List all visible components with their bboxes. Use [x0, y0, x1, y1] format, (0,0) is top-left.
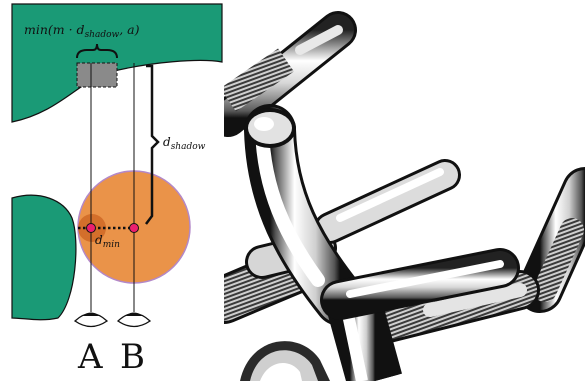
hit-point-b — [130, 224, 139, 233]
tube-render-image — [224, 0, 585, 381]
label-b: B — [120, 337, 145, 377]
eye-icon-a — [75, 313, 107, 327]
shadow-diagram: min(m · dshadow, a) dshadow dmin A B — [12, 4, 222, 377]
eye-icon-b — [118, 313, 150, 327]
dshadow-label: dshadow — [163, 135, 206, 152]
occluder-left — [12, 195, 76, 320]
shadow-sample-box — [77, 63, 117, 87]
label-a: A — [77, 337, 103, 377]
hit-point-a — [87, 224, 96, 233]
